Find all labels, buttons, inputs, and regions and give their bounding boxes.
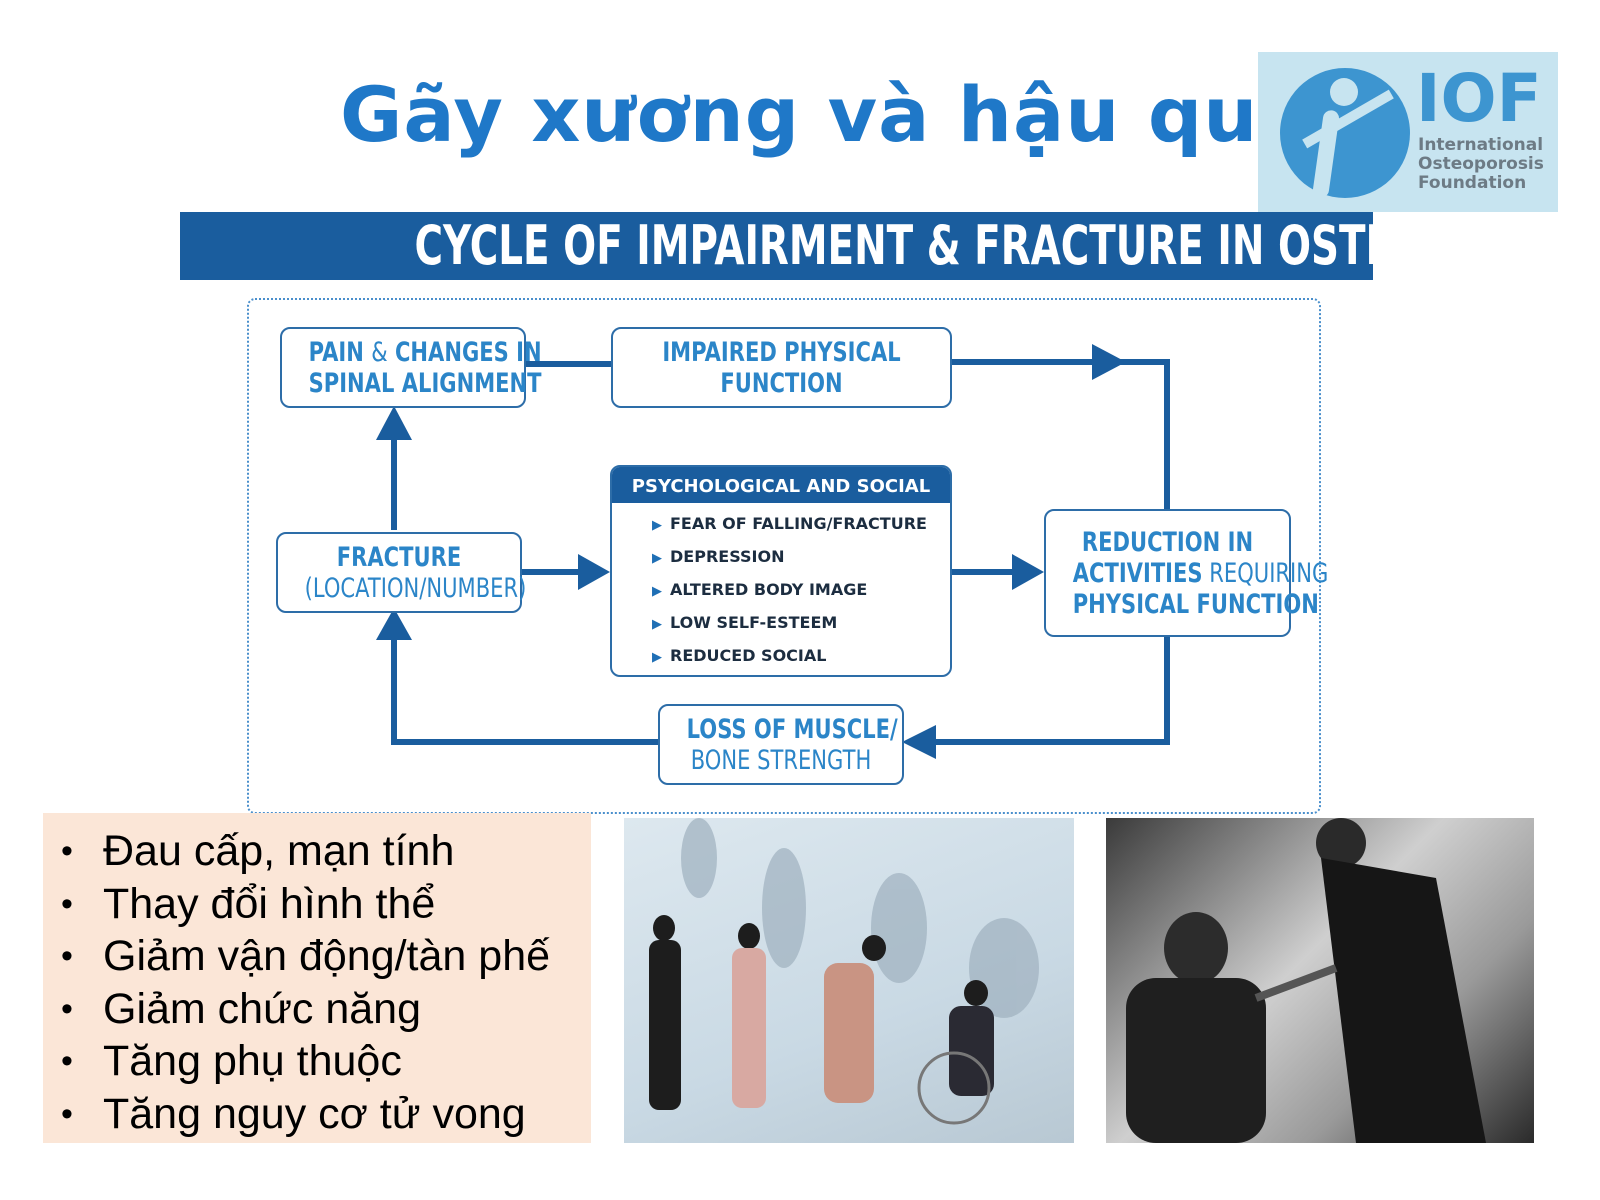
list-item: • Giảm chức năng [61,983,591,1036]
slide-title: Gãy xương và hậu quả [340,70,1311,159]
box-line: BONE STRENGTH [690,744,872,776]
box-line: LOSS OF MUSCLE/ [686,713,898,745]
box-line: PHYSICAL FUNCTION [1072,588,1319,620]
triangle-bullet-icon: ▶ [652,617,662,632]
box-pain-spinal: PAIN & CHANGES IN SPINAL ALIGNMENT [280,327,542,408]
photo-elderly-woman-child [1106,818,1534,1143]
item-text: ALTERED BODY IMAGE [670,580,868,599]
item-text: REDUCED SOCIAL INTERACTION [670,646,827,665]
triangle-bullet-icon: ▶ [652,584,662,599]
banner-text: CYCLE OF IMPAIRMENT & FRACTURE IN OSTEOP… [414,214,1600,277]
list-item: ▶ REDUCED SOCIAL INTERACTION [652,639,950,672]
arrowhead-icon [902,725,936,759]
triangle-bullet-icon: ▶ [652,518,662,533]
logo-acronym: IOF [1416,60,1542,137]
bullet-icon: • [61,989,73,1028]
item-text: LOW SELF-ESTEEM [670,613,838,632]
list-item: • Tăng nguy cơ tử vong [61,1088,591,1141]
connector-line [930,635,1170,745]
list-item: • Giảm vận động/tàn phế [61,930,591,983]
list-item: ▶ ALTERED BODY IMAGE [652,573,950,606]
list-item: ▶ FEAR OF FALLING/FRACTURE [652,507,950,540]
diagram-banner: CYCLE OF IMPAIRMENT & FRACTURE IN OSTEOP… [180,212,1600,280]
box-line: IMPAIRED PHYSICAL [662,336,901,368]
item-text: FEAR OF FALLING/FRACTURE [670,514,927,533]
logo-line: International [1418,135,1544,155]
box-line: PAIN & CHANGES IN [308,336,542,368]
text: REQUIRING [1202,557,1329,589]
psych-header: PSYCHOLOGICAL AND SOCIAL [612,467,950,503]
bw-photo-illustration [1126,818,1486,1143]
box-line: SPINAL ALIGNMENT [308,367,542,399]
logo-name: International Osteoporosis Foundation [1418,136,1544,193]
bullet-icon: • [61,1094,73,1133]
box-reduction-activities: REDUCTION IN ACTIVITIES REQUIRING PHYSIC… [1044,509,1329,637]
box-impaired-function: IMPAIRED PHYSICAL FUNCTION [611,327,952,408]
list-item: ▶ LOW SELF-ESTEEM [652,606,950,639]
bullet-icon: • [61,832,73,870]
connector-line [950,359,1170,510]
box-loss-strength: LOSS OF MUSCLE/ BONE STRENGTH [658,704,904,785]
triangle-bullet-icon: ▶ [652,551,662,566]
arrowhead-icon [1092,344,1126,380]
item-text: Tăng nguy cơ tử vong [103,1089,526,1138]
iof-logo: IOF International Osteoporosis Foundatio… [1258,52,1558,212]
diagram-frame [247,298,1321,814]
list-item: • Tăng phụ thuộc [61,1035,591,1088]
box-line: FRACTURE [336,541,462,573]
item-text: Thay đổi hình thể [103,879,436,928]
logo-line: Foundation [1418,173,1527,193]
item-text: Giảm chức năng [103,984,421,1033]
silhouettes-illustration [649,818,1039,1125]
logo-line: Osteoporosis [1418,154,1544,174]
box-line: FUNCTION [720,367,843,399]
text: CHANGES IN [387,336,542,368]
item-text: Đau cấp, mạn tính [103,827,455,875]
list-item: • Thay đổi hình thể [61,878,591,931]
arrowhead-icon [376,406,412,440]
connector-line [391,640,658,745]
item-text: Tăng phụ thuộc [103,1037,402,1085]
arrowhead-icon [376,608,412,640]
text: ACTIVITIES [1072,557,1203,589]
box-line: REDUCTION IN [1081,526,1254,558]
box-fracture: FRACTURE (LOCATION/NUMBER) [276,532,527,613]
consequences-list: • Đau cấp, mạn tính • Thay đổi hình thể • G… [43,813,591,1143]
arrowhead-icon [1012,554,1044,590]
bullet-icon: • [61,937,73,975]
list-item: ▶ DEPRESSION [652,540,950,573]
box-psychological-social: PSYCHOLOGICAL AND SOCIAL ▶ FEAR OF FALLIN… [610,465,952,677]
bullet-icon: • [61,1042,73,1080]
bullet-icon: • [61,884,73,923]
box-line: ACTIVITIES REQUIRING [1072,557,1329,589]
photo-posture-progression [624,818,1074,1143]
text: & [371,336,388,368]
text: PAIN [308,336,372,368]
box-line: (LOCATION/NUMBER) [304,572,527,604]
logo-figure-head [1330,78,1358,106]
item-text: DEPRESSION [670,547,785,566]
psych-list: ▶ FEAR OF FALLING/FRACTURE ▶ DEPRESSION ▶ A… [612,503,950,672]
arrowhead-icon [578,554,610,590]
item-text: Giảm vận động/tàn phế [103,932,551,980]
triangle-bullet-icon: ▶ [652,650,662,665]
list-item: • Đau cấp, mạn tính [61,825,591,878]
